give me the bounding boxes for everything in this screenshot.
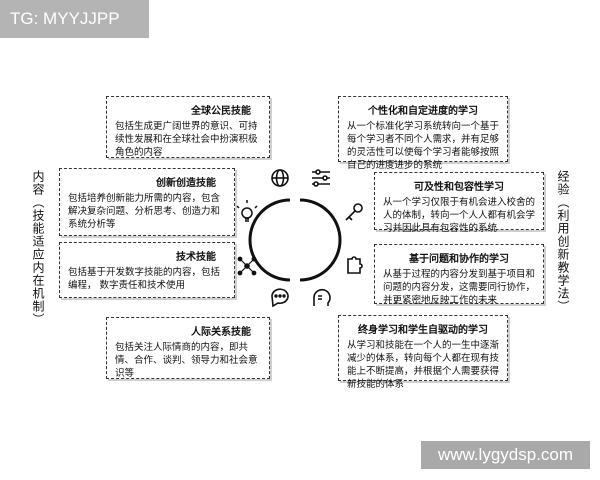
box-global-citizenship: 全球公民技能 包括生成更广阔世界的意识、可持续性发展和在全球社会中扮演积极角色的… [106,96,270,158]
left-side-label: 内容（技能适应内在机制） [31,170,45,326]
globe-icon [271,169,289,187]
box-title: 全球公民技能 [191,106,251,117]
lightbulb-icon [236,200,258,222]
box-body: 从一个学习仅限于有机会进入校舍的人的体制，转向一个人人都有机会学习并因此具有包容… [383,197,536,234]
box-title: 技术技能 [176,252,216,263]
watermark-bottom-right: www.lygydsp.com [421,441,590,469]
right-arc [299,198,342,282]
left-arc [248,198,291,282]
box-body: 包括培养创新能力所需的内容，包含解决复杂问题、分析思考、创造力和系统分析等 [68,193,221,230]
box-body: 包括关注人际情商的内容，即共情、合作、谈判、领导力和社会意识等 [115,342,258,379]
box-title: 个性化和自定进度的学习 [368,106,478,117]
box-accessible-learning: 可及性和包容性学习 从一个学习仅限于有机会进入校舍的人的体制，转向一个人人都有机… [374,172,544,234]
box-problem-collaborative: 基于问题和协作的学习 从基于过程的内容分发到基于项目和问题的内容分发，这需要同行… [374,244,544,306]
right-side-label: 经验（利用创新教学法） [556,170,570,313]
box-interpersonal: 人际关系技能 包括关注人际情商的内容，即共情、合作、谈判、领导力和社会意识等 [106,317,270,379]
box-title: 创新创造技能 [156,178,216,189]
sliders-icon [312,169,330,187]
head-icon [313,288,331,306]
key-icon [345,203,363,221]
box-title: 可及性和包容性学习 [414,182,504,193]
box-title: 人际关系技能 [191,327,251,338]
box-title: 终身学习和学生自驱动的学习 [358,325,488,336]
chat-icon [271,288,289,308]
box-body: 从一个标准化学习系统转向一个基于每个学习者不同个人需求，并有足够的灵活性可以使每… [347,121,500,171]
box-lifelong-learning: 终身学习和学生自驱动的学习 从学习和技能在一个人的一生中逐渐减少的体系，转向每个… [338,315,508,390]
box-body: 包括基于开发数字技能的内容，包括编程， 数字责任和技术使用 [68,267,221,291]
puzzle-icon [347,256,363,274]
box-body: 从基于过程的内容分发到基于项目和问题的内容分发，这需要同行协作，并更紧密地反映工… [383,269,536,306]
box-title: 基于问题和协作的学习 [409,254,509,265]
box-innovation-creativity: 创新创造技能 包括培养创新能力所需的内容，包含解决复杂问题、分析思考、创造力和系… [59,168,235,236]
box-technology: 技术技能 包括基于开发数字技能的内容，包括编程， 数字责任和技术使用 [59,242,235,298]
network-icon [237,256,257,276]
box-body: 包括生成更广阔世界的意识、可持续性发展和在全球社会中扮演积极角色的内容 [115,121,258,158]
watermark-top-left: TG: MYYJJPP [0,0,149,38]
box-personalized-learning: 个性化和自定进度的学习 从一个标准化学习系统转向一个基于每个学习者不同个人需求，… [338,96,508,171]
box-body: 从学习和技能在一个人的一生中逐渐减少的体系，转向每个人都在现有技能上不断提高，并… [347,340,500,390]
